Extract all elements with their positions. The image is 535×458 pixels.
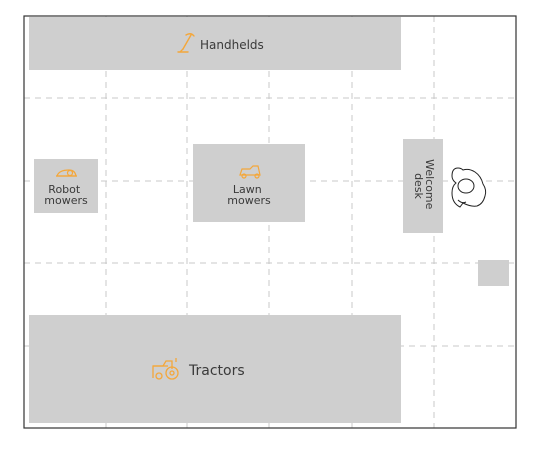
zone-handhelds[interactable]: Handhelds: [29, 17, 401, 70]
zone-tractors-label: Tractors: [188, 363, 245, 379]
zone-robot-mowers[interactable]: Robot mowers: [34, 159, 98, 213]
person-icon: [451, 167, 487, 208]
zone-lawn-mowers-area: [193, 144, 305, 222]
small-block-marker: [478, 260, 509, 286]
zone-tractors-area: [29, 315, 401, 423]
zone-welcome-desk-label: Welcome desk: [412, 159, 436, 213]
zone-welcome-desk-area: [403, 139, 443, 233]
tractor-icon: [152, 358, 179, 380]
zone-robot-mowers-area: [34, 159, 98, 213]
zone-handhelds-label: Handhelds: [200, 38, 264, 52]
zone-lawn-mowers[interactable]: Lawn mowers: [193, 144, 305, 222]
lawn-mower-icon: [239, 165, 261, 179]
zone-robot-mowers-label: Robot mowers: [44, 183, 88, 207]
robot-mower-icon: [56, 169, 77, 177]
floor-border: [23, 15, 517, 429]
zone-handhelds-area: [29, 17, 401, 70]
zone-lawn-mowers-label: Lawn mowers: [227, 183, 271, 207]
zone-welcome-desk[interactable]: Welcome desk: [403, 139, 443, 233]
handheld-tool-icon: [177, 33, 195, 53]
zone-tractors[interactable]: Tractors: [29, 315, 401, 423]
